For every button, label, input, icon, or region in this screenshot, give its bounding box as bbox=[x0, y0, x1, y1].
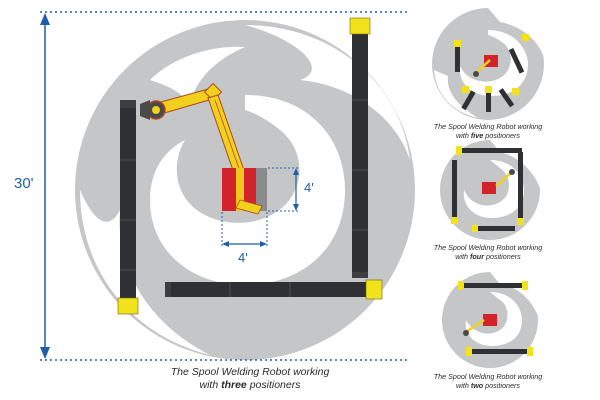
table-dimensions bbox=[221, 167, 299, 248]
five-caption: The Spool Welding Robot working with fiv… bbox=[413, 122, 563, 140]
table-width-label: 4' bbox=[238, 250, 248, 265]
table-height-label: 4' bbox=[304, 180, 314, 195]
positioner-left bbox=[117, 100, 139, 315]
mini-five bbox=[432, 8, 545, 120]
main-caption-line2: with three positioners bbox=[199, 379, 301, 392]
two-caption: The Spool Welding Robot working with two… bbox=[413, 372, 563, 390]
two-caption-line1: The Spool Welding Robot working bbox=[433, 372, 543, 381]
five-caption-line2: with five positioners bbox=[456, 131, 520, 140]
four-caption-line2: with four positioners bbox=[455, 252, 521, 261]
five-caption-line1: The Spool Welding Robot working bbox=[433, 122, 543, 131]
four-caption: The Spool Welding Robot working with fou… bbox=[413, 243, 563, 261]
four-caption-line1: The Spool Welding Robot working bbox=[433, 243, 543, 252]
mini-two bbox=[442, 272, 538, 368]
positioner-right bbox=[349, 17, 371, 278]
height-dimension bbox=[40, 11, 410, 361]
positioner-bottom bbox=[165, 279, 383, 300]
height-dimension-label: 30' bbox=[14, 175, 34, 192]
two-caption-line2: with two positioners bbox=[456, 381, 520, 390]
mini-four bbox=[440, 140, 540, 240]
main-caption-line1: The Spool Welding Robot working bbox=[170, 366, 330, 378]
main-caption: The Spool Welding Robot working with thr… bbox=[130, 366, 370, 392]
positioner-table bbox=[222, 168, 267, 215]
